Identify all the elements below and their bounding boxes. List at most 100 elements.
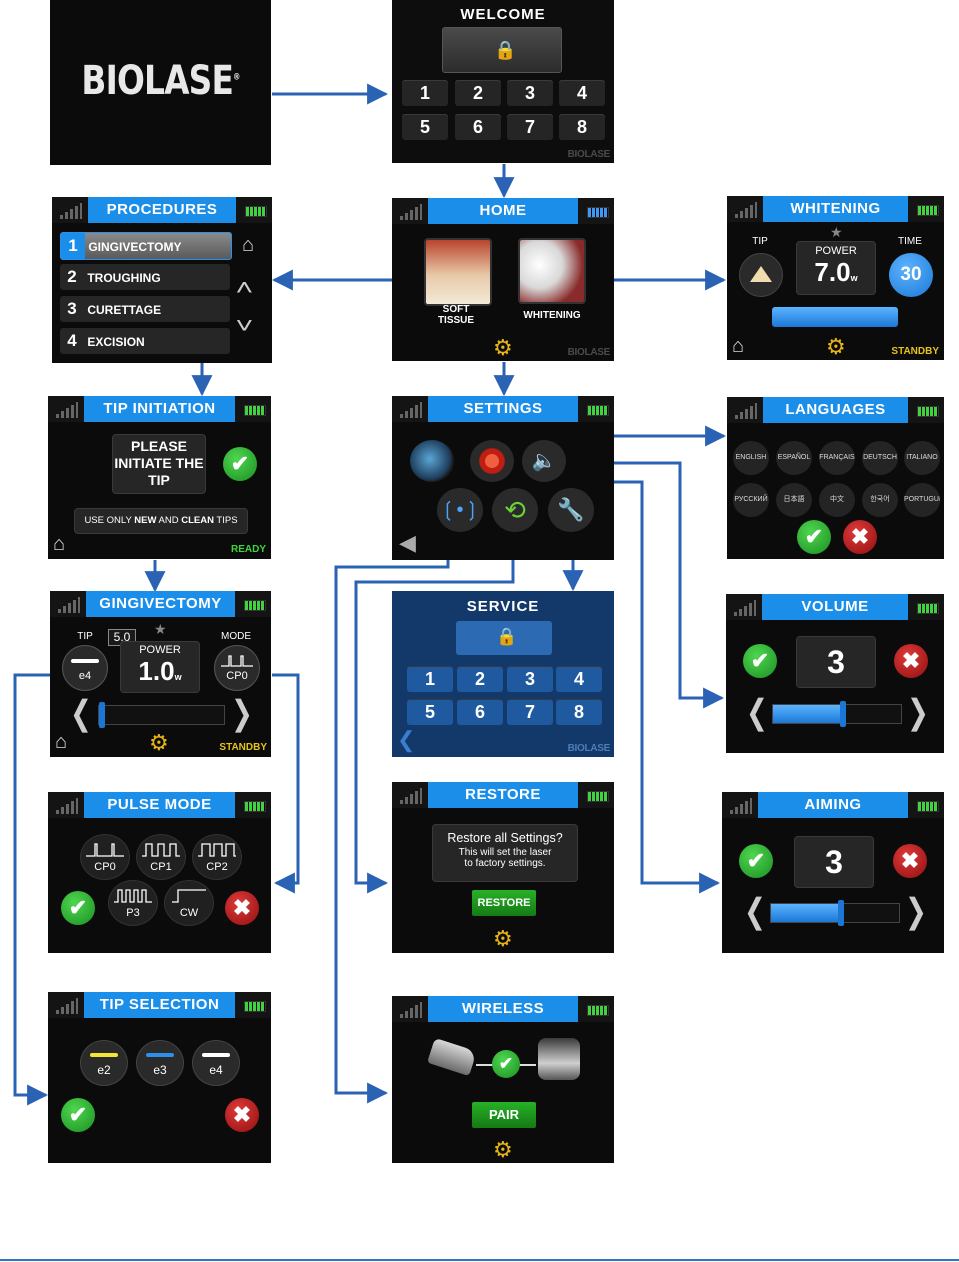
keypad-key-3[interactable]: 3 <box>507 666 553 692</box>
keypad-key-7[interactable]: 7 <box>507 114 553 140</box>
aiming-decrease-icon[interactable]: ❮ <box>744 891 766 931</box>
confirm-check-icon[interactable]: ✔ <box>61 891 95 925</box>
pulse-mode-cw[interactable]: CW <box>164 880 214 926</box>
language-option[interactable]: FRANÇAIS <box>819 441 855 475</box>
whitening-tip-button[interactable] <box>739 253 783 297</box>
service-wrench-icon[interactable]: 🔧 <box>548 488 594 532</box>
pulse-mode-cp2[interactable]: CP2 <box>192 834 242 880</box>
passcode-field[interactable]: 🔒 <box>442 27 562 73</box>
service-passcode-field[interactable]: 🔒 <box>456 621 552 655</box>
language-option[interactable]: DEUTSCH <box>862 441 898 475</box>
pair-button[interactable]: PAIR <box>472 1102 536 1128</box>
scroll-down-icon[interactable]: ˅ <box>235 313 254 338</box>
languages-globe-icon[interactable] <box>410 440 454 482</box>
volume-increase-icon[interactable]: ❯ <box>907 692 929 732</box>
language-option[interactable]: 日本語 <box>776 483 812 517</box>
keypad-key-6[interactable]: 6 <box>457 699 503 725</box>
procedures-title: PROCEDURES <box>88 197 236 223</box>
aiming-slider-thumb[interactable] <box>838 900 844 926</box>
whitening-button[interactable] <box>518 238 586 304</box>
keypad-key-2[interactable]: 2 <box>455 80 501 106</box>
confirm-check-icon[interactable]: ✔ <box>61 1098 95 1132</box>
home-icon[interactable]: ⌂ <box>55 731 68 753</box>
cancel-x-icon[interactable]: ✖ <box>225 891 259 925</box>
aiming-increase-icon[interactable]: ❯ <box>905 891 927 931</box>
time-button[interactable]: 30 <box>889 253 933 297</box>
keypad-key-5[interactable]: 5 <box>407 699 453 725</box>
aiming-slider[interactable] <box>770 900 900 926</box>
procedure-item-2[interactable]: 2 TROUGHING <box>60 264 230 290</box>
restore-title: RESTORE <box>428 782 578 808</box>
pulse-mode-cp1[interactable]: CP1 <box>136 834 186 880</box>
cancel-x-icon[interactable]: ✖ <box>893 844 927 878</box>
keypad-key-4[interactable]: 4 <box>556 666 602 692</box>
keypad-key-4[interactable]: 4 <box>559 80 605 106</box>
power-display[interactable]: POWER 7.0w <box>796 241 876 295</box>
keypad-key-7[interactable]: 7 <box>507 699 553 725</box>
restore-button[interactable]: RESTORE <box>472 890 536 916</box>
home-icon[interactable]: ⌂ <box>732 335 745 357</box>
pulse-mode-cp0[interactable]: CP0 <box>80 834 130 880</box>
procedure-item-3[interactable]: 3 CURETTAGE <box>60 296 230 322</box>
keypad-key-8[interactable]: 8 <box>559 114 605 140</box>
pulse-mode-p3[interactable]: P3 <box>108 880 158 926</box>
back-arrow-icon[interactable]: ❮ <box>397 727 416 752</box>
keypad-key-1[interactable]: 1 <box>407 666 453 692</box>
aiming-target-icon[interactable] <box>470 440 514 482</box>
language-option[interactable]: РУССКИЙ <box>733 483 769 517</box>
tip-option-e4[interactable]: e4 <box>192 1040 240 1086</box>
confirm-check-icon[interactable]: ✔ <box>739 844 773 878</box>
language-option[interactable]: ITALIANO <box>904 441 940 475</box>
scroll-up-icon[interactable]: ˄ <box>235 275 254 300</box>
volume-speaker-icon[interactable]: 🔈 <box>522 440 566 482</box>
favorite-star-icon[interactable]: ★ <box>154 621 167 637</box>
language-option[interactable]: ENGLISH <box>733 441 769 475</box>
cancel-x-icon[interactable]: ✖ <box>225 1098 259 1132</box>
power-slider-thumb[interactable] <box>99 702 105 728</box>
keypad-key-6[interactable]: 6 <box>455 114 501 140</box>
settings-gear-icon[interactable]: ⚙ <box>493 1137 513 1162</box>
settings-gear-icon[interactable]: ⚙ <box>826 334 846 359</box>
tip-option-e2[interactable]: e2 <box>80 1040 128 1086</box>
tip-button[interactable]: e4 <box>62 645 108 691</box>
wireless-icon[interactable]: ❲•❳ <box>437 488 483 532</box>
keypad-key-3[interactable]: 3 <box>507 80 553 106</box>
soft-tissue-button[interactable] <box>424 238 492 306</box>
keypad-key-5[interactable]: 5 <box>402 114 448 140</box>
power-increase-icon[interactable]: ❯ <box>231 693 253 733</box>
procedure-item-4[interactable]: 4 EXCISION <box>60 328 230 354</box>
language-option[interactable]: PORTUGUÊS <box>904 483 940 517</box>
cancel-x-icon[interactable]: ✖ <box>894 644 928 678</box>
favorite-star-icon[interactable]: ★ <box>830 224 843 240</box>
language-option[interactable]: ESPAÑOL <box>776 441 812 475</box>
volume-slider-thumb[interactable] <box>840 701 846 727</box>
tip-option-e3[interactable]: e3 <box>136 1040 184 1086</box>
volume-slider[interactable] <box>772 701 902 727</box>
mode-button[interactable]: CP0 <box>214 645 260 691</box>
restore-icon[interactable]: ⟲ <box>492 488 538 532</box>
arrow-gingivectomy-to-pulsemode <box>272 673 300 894</box>
language-option[interactable]: 한국어 <box>862 483 898 517</box>
language-option[interactable]: 中文 <box>819 483 855 517</box>
confirm-check-icon[interactable]: ✔ <box>223 447 257 481</box>
procedure-item-1[interactable]: 1 GINGIVECTOMY <box>60 232 232 260</box>
keypad-key-2[interactable]: 2 <box>457 666 503 692</box>
settings-gear-icon[interactable]: ⚙ <box>149 730 169 755</box>
power-slider[interactable] <box>98 702 225 728</box>
settings-gear-icon[interactable]: ⚙ <box>493 926 513 951</box>
back-arrow-icon[interactable]: ◀ <box>399 530 416 555</box>
home-icon[interactable]: ⌂ <box>242 234 255 256</box>
standby-button[interactable] <box>772 307 898 327</box>
home-icon[interactable]: ⌂ <box>53 533 66 555</box>
keypad-key-8[interactable]: 8 <box>556 699 602 725</box>
confirm-check-icon[interactable]: ✔ <box>743 644 777 678</box>
power-decrease-icon[interactable]: ❮ <box>70 693 92 733</box>
keypad-key-1[interactable]: 1 <box>402 80 448 106</box>
volume-decrease-icon[interactable]: ❮ <box>746 692 768 732</box>
power-display[interactable]: POWER 1.0w <box>120 641 200 693</box>
tip-selection-title: TIP SELECTION <box>84 992 235 1018</box>
confirm-check-icon[interactable]: ✔ <box>797 520 831 554</box>
cancel-x-icon[interactable]: ✖ <box>843 520 877 554</box>
settings-gear-icon[interactable]: ⚙ <box>493 335 513 360</box>
signal-icon <box>735 202 757 218</box>
